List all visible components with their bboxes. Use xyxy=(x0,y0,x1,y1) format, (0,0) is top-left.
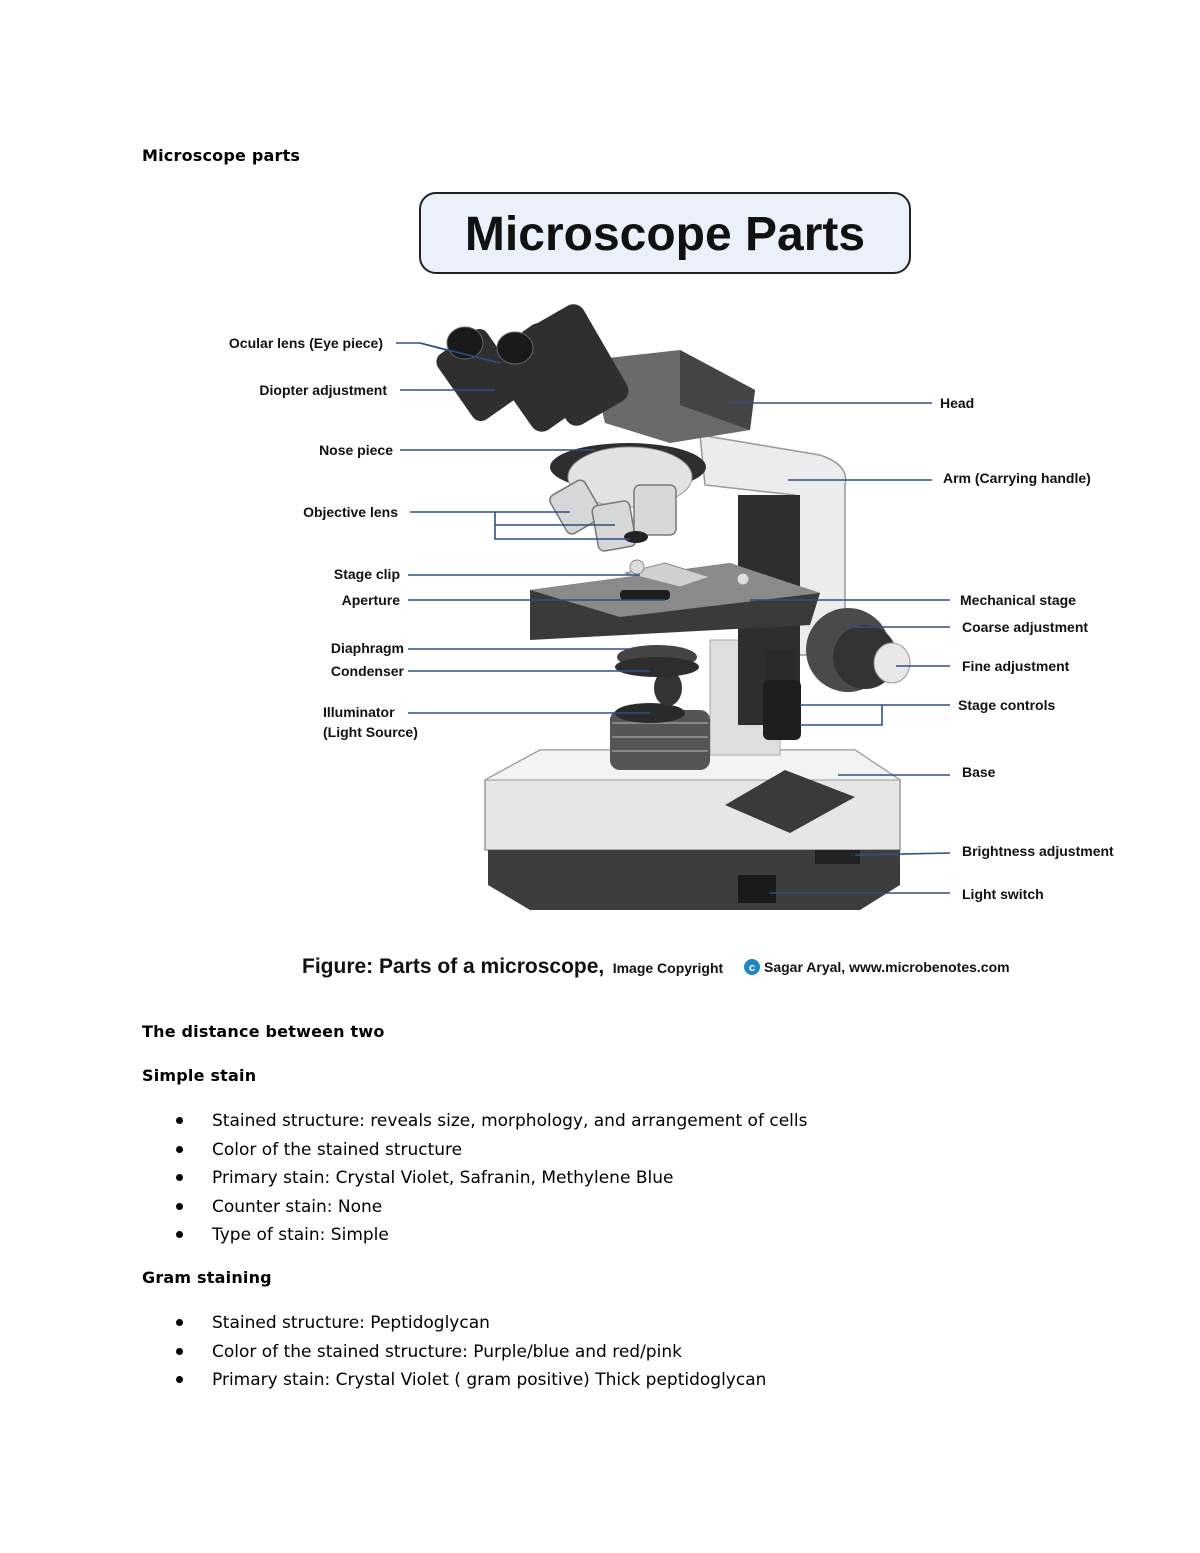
list-item: Color of the stained structure: Purple/b… xyxy=(172,1341,766,1370)
caption-copyright-label: Image Copyright xyxy=(613,960,724,976)
list-item: Primary stain: Crystal Violet, Safranin,… xyxy=(172,1167,807,1196)
caption-lead: Figure: Parts of a microscope, xyxy=(302,955,604,978)
bullet-icon xyxy=(176,1231,183,1239)
caption-credit: Sagar Aryal, www.microbenotes.com xyxy=(764,959,1010,975)
simple-stain-list: Stained structure: reveals size, morphol… xyxy=(172,1110,807,1253)
label-mechanical-stage: Mechanical stage xyxy=(960,592,1076,608)
microscope-illustration xyxy=(436,304,911,910)
label-light-source: (Light Source) xyxy=(323,724,418,740)
bullet-icon xyxy=(176,1319,183,1326)
label-base: Base xyxy=(962,764,996,780)
banner-box xyxy=(419,192,911,274)
copyright-symbol: c xyxy=(749,962,755,974)
list-item: Stained structure: reveals size, morphol… xyxy=(172,1110,807,1139)
paragraph-distance: The distance between two xyxy=(142,1022,385,1041)
label-aperture: Aperture xyxy=(342,592,401,608)
label-head: Head xyxy=(940,395,974,411)
microscope-figure: Microscope Parts xyxy=(229,192,1114,978)
bullet-icon xyxy=(176,1145,183,1153)
label-brightness-adjustment: Brightness adjustment xyxy=(962,843,1114,859)
label-nose-piece: Nose piece xyxy=(319,442,393,458)
label-ocular-lens: Ocular lens (Eye piece) xyxy=(229,335,383,351)
label-coarse-adjustment: Coarse adjustment xyxy=(962,619,1088,635)
label-stage-controls: Stage controls xyxy=(958,697,1055,713)
bullet-icon xyxy=(176,1376,183,1384)
bullet-icon xyxy=(176,1202,183,1210)
figure-caption: Figure: Parts of a microscope, Image Cop… xyxy=(302,955,723,978)
list-item: Stained structure: Peptidoglycan xyxy=(172,1312,766,1341)
bullet-icon xyxy=(176,1117,183,1124)
document-heading: Microscope parts xyxy=(142,146,301,165)
leader-lines xyxy=(396,342,951,894)
label-diopter: Diopter adjustment xyxy=(259,382,387,398)
list-item: Color of the stained structure xyxy=(172,1139,807,1168)
label-light-switch: Light switch xyxy=(962,886,1044,902)
label-condenser: Condenser xyxy=(331,663,405,679)
copyright-icon xyxy=(744,959,760,975)
bullet-icon xyxy=(176,1347,183,1355)
label-diaphragm: Diaphragm xyxy=(331,640,404,656)
label-fine-adjustment: Fine adjustment xyxy=(962,658,1070,674)
label-stage-clip: Stage clip xyxy=(334,566,400,582)
label-objective-lens: Objective lens xyxy=(303,504,398,520)
list-item: Type of stain: Simple xyxy=(172,1224,807,1253)
label-arm: Arm (Carrying handle) xyxy=(943,470,1091,486)
list-item: Counter stain: None xyxy=(172,1196,807,1225)
banner-title: Microscope Parts xyxy=(465,208,865,261)
section-title-gram-staining: Gram staining xyxy=(142,1268,272,1287)
label-illuminator: Illuminator xyxy=(323,704,395,720)
bullet-icon xyxy=(176,1174,183,1182)
gram-staining-list: Stained structure: Peptidoglycan Color o… xyxy=(172,1312,766,1398)
section-title-simple-stain: Simple stain xyxy=(142,1066,257,1085)
list-item: Primary stain: Crystal Violet ( gram pos… xyxy=(172,1369,766,1398)
